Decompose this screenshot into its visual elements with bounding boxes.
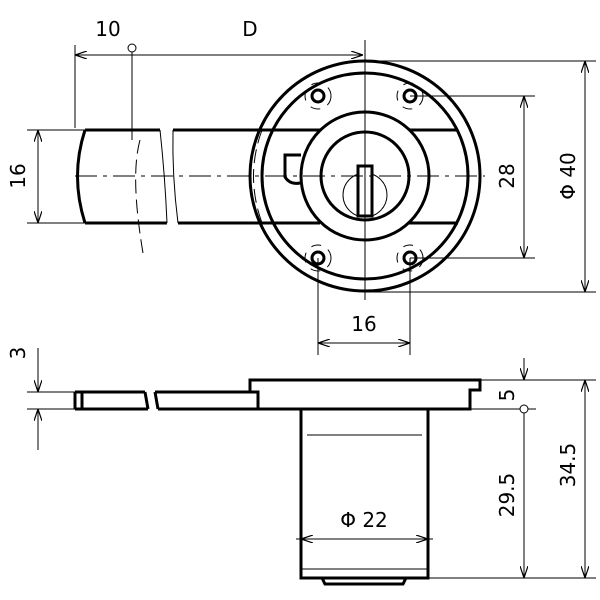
top-view: 10 D 16 28 Φ 40 16 [6,17,596,355]
dim-flange-thickness: 5 [495,389,519,402]
stop-nub [283,153,301,185]
dim-offset: 10 [95,17,120,41]
side-cam [320,577,408,586]
dim-flange-diameter: Φ 40 [556,152,580,200]
side-dimensions: 3 5 29.5 34.5 Φ 22 [6,347,596,579]
dim-body-length: 29.5 [495,473,519,518]
dim-hole-spacing-vertical: 28 [495,163,519,188]
dim-bar-width: 16 [6,163,30,188]
side-bar-end [73,390,150,411]
side-view: 3 5 29.5 34.5 Φ 22 [6,347,596,586]
dim-body-diameter: Φ 22 [340,508,388,532]
bolt-bar [76,128,458,254]
side-bar [153,390,258,411]
side-flange [248,378,482,411]
dim-total-length: 34.5 [556,443,580,488]
dim-bar-thickness: 3 [6,347,30,360]
dim-depth: D [242,17,257,41]
side-body [299,409,430,580]
top-dimensions: 10 D 16 28 Φ 40 16 [6,17,596,355]
dim-hole-spacing-horizontal: 16 [351,312,376,336]
